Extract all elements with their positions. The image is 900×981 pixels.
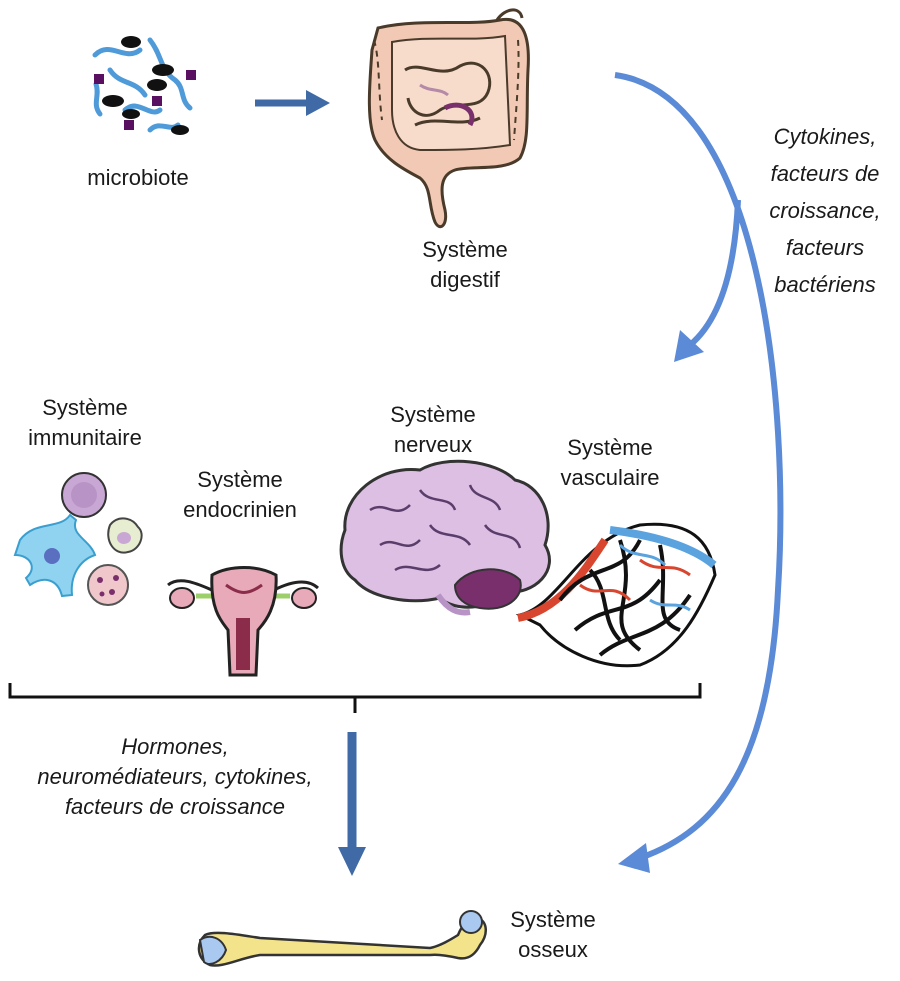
label-line: Hormones, (121, 734, 229, 759)
label-line: Système (197, 467, 283, 492)
microbiota-icon (92, 36, 196, 135)
label-digestive-system: Système digestif (390, 235, 540, 295)
label-line: croissance, (769, 198, 881, 223)
label-factors-right: Cytokines, facteurs de croissance, facte… (752, 118, 898, 303)
label-line: facteurs de croissance (64, 794, 286, 819)
label-line: immunitaire (28, 425, 142, 450)
label-skeletal-system: Système osseux (478, 905, 628, 965)
uterus-icon (167, 566, 320, 677)
label-line: neuromédiateurs, cytokines, (37, 764, 313, 789)
label-line: Cytokines, (773, 124, 877, 149)
label-line: endocrinien (183, 497, 297, 522)
intestine-icon (367, 8, 530, 229)
label-endocrine-system: Système endocrinien (165, 465, 315, 525)
bone-icon (197, 910, 487, 967)
systems-bracket (8, 683, 702, 713)
label-line: Système (567, 435, 653, 460)
label-line: digestif (430, 267, 500, 292)
blood-vessels-icon (515, 522, 717, 668)
label-line: facteurs (785, 235, 865, 260)
branch-arrow-to-systems (674, 199, 741, 362)
curved-arrow-digestive-to-bone (614, 72, 784, 873)
brain-icon (339, 459, 551, 616)
label-line: facteurs de (770, 161, 880, 186)
label-line: Système (510, 907, 596, 932)
immune-cells-icon (13, 472, 143, 606)
label-factors-bottom: Hormones, neuromédiateurs, cytokines, fa… (0, 732, 350, 822)
label-line: vasculaire (560, 465, 660, 490)
label-line: Système (42, 395, 128, 420)
label-line: Système (422, 237, 508, 262)
label-line: osseux (518, 937, 588, 962)
label-vascular-system: Système vasculaire (535, 433, 685, 493)
label-microbiota: microbiote (87, 165, 189, 190)
label-line: Système (390, 402, 476, 427)
label-immune-system: Système immunitaire (10, 393, 160, 453)
arrow-to-digestive (255, 90, 330, 116)
arrow-to-bone (338, 732, 366, 876)
label-nervous-system: Système nerveux (358, 400, 508, 460)
label-line: nerveux (393, 432, 473, 457)
label-line: bactériens (774, 272, 876, 297)
